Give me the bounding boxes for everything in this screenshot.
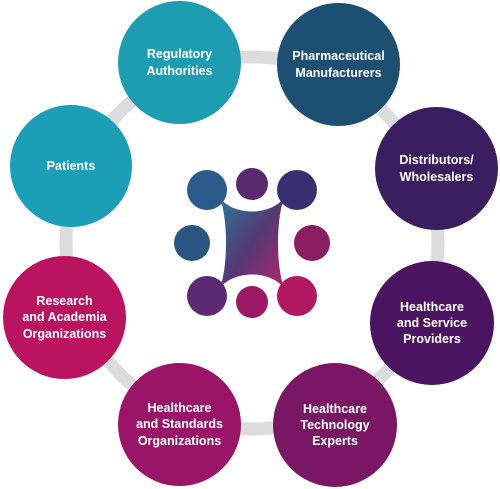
node-label: Patients: [46, 158, 96, 173]
node-regulatory-authorities: Regulatory Authorities: [118, 1, 241, 124]
node-label: Distributors/ Wholesalers: [399, 153, 474, 184]
node-label: Research and Academia Organizations: [22, 294, 107, 341]
node-label: Healthcare Technology Experts: [300, 401, 370, 449]
node-research-academia: Research and Academia Organizations: [3, 256, 126, 379]
node-healthcare-service-providers: Healthcare and Service Providers: [370, 261, 494, 385]
node-label: Regulatory Authorities: [146, 47, 213, 78]
node-pharmaceutical-manufacturers: Pharmaceutical Manufacturers: [277, 3, 400, 126]
node-healthcare-standards: Healthcare and Standards Organizations: [118, 363, 241, 486]
node-distributors-wholesalers: Distributors/ Wholesalers: [375, 107, 498, 230]
node-healthcare-technology-experts: Healthcare Technology Experts: [273, 363, 397, 487]
node-label: Healthcare and Standards Organizations: [136, 401, 223, 448]
node-patients: Patients: [10, 105, 132, 227]
node-label: Healthcare and Service Providers: [396, 299, 468, 347]
node-label: Pharmaceutical Manufacturers: [292, 49, 385, 80]
interlocking-circles-logo-icon: [174, 168, 330, 318]
